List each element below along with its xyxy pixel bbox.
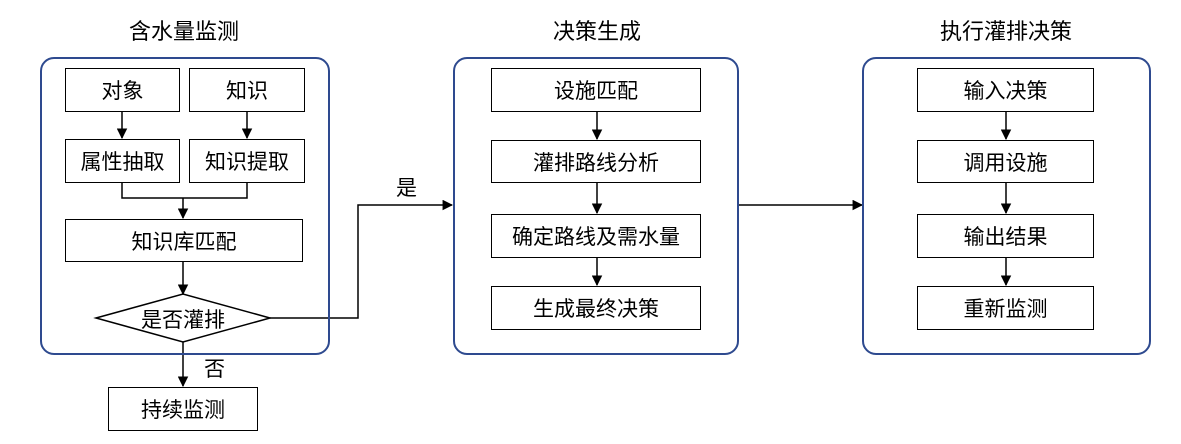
- decision-diamond: [93, 293, 273, 343]
- execute-step-3: 输出结果: [917, 214, 1094, 258]
- knowledge-node: 知识: [189, 68, 305, 112]
- decision-label: 是否灌排: [141, 308, 225, 332]
- execute-group: [862, 57, 1151, 355]
- execute-step-1: 输入决策: [917, 68, 1094, 112]
- generate-step-4: 生成最终决策: [491, 286, 701, 330]
- merge-extract-lines: [121, 183, 248, 199]
- monitor-group: [40, 57, 330, 355]
- continue-monitor-node: 持续监测: [108, 387, 258, 431]
- generate-group: [453, 57, 739, 355]
- generate-step-1: 设施匹配: [491, 68, 701, 112]
- object-node: 对象: [65, 68, 180, 112]
- monitor-title: 含水量监测: [128, 20, 239, 45]
- generate-step-2: 灌排路线分析: [491, 140, 701, 183]
- generate-step-3: 确定路线及需水量: [491, 214, 701, 258]
- kb-match-node: 知识库匹配: [65, 219, 303, 262]
- execute-title: 执行灌排决策: [939, 20, 1072, 45]
- knowledge-extract-node: 知识提取: [189, 139, 305, 183]
- execute-step-4: 重新监测: [917, 286, 1094, 330]
- edge-label-yes: 是: [396, 176, 417, 200]
- execute-step-2: 调用设施: [917, 140, 1094, 183]
- generate-title: 决策生成: [552, 20, 641, 45]
- attr-extract-node: 属性抽取: [65, 139, 180, 183]
- arrow-decision-yes: [270, 199, 454, 319]
- edge-label-no: 否: [204, 357, 225, 381]
